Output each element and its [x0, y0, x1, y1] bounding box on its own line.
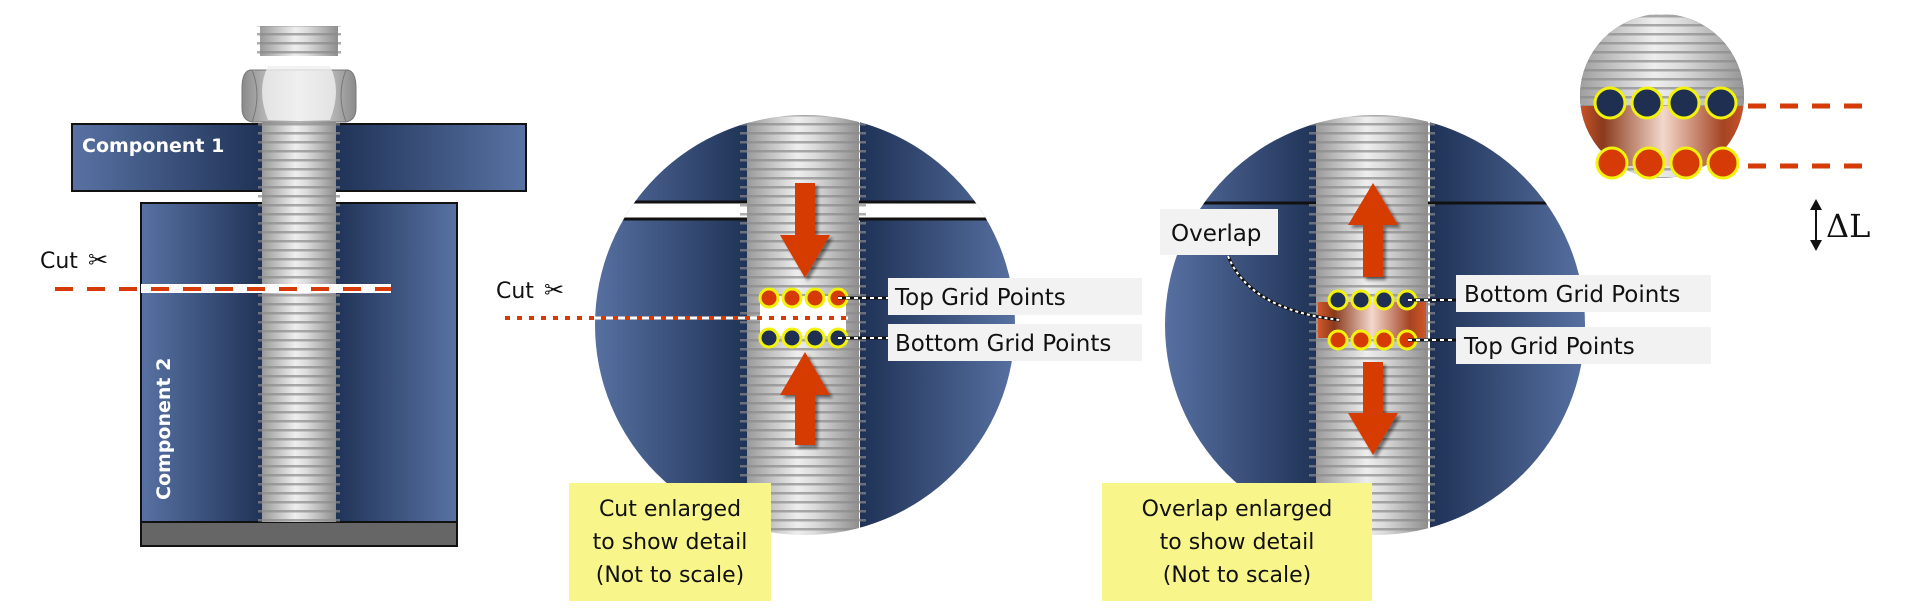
overlap-caption-line-2: to show detail — [1160, 530, 1315, 555]
grid-point — [1327, 329, 1349, 351]
grid-point — [1706, 146, 1740, 180]
top-grid-points — [1595, 146, 1740, 180]
cut-caption-line-2: to show detail — [593, 530, 748, 555]
overlap-caption-box — [1102, 483, 1372, 601]
component-1-label: Component 1 — [82, 135, 224, 157]
bottom-grid-label-box — [888, 324, 1142, 361]
cut-caption-line-3: (Not to scale) — [596, 563, 744, 588]
grid-point — [1593, 86, 1627, 120]
arrow-up-icon — [1348, 183, 1398, 277]
grid-point — [1704, 86, 1738, 120]
bottom-grid-points — [758, 327, 849, 349]
grid-point — [781, 287, 803, 309]
overlap-label-box — [1160, 209, 1278, 255]
top-grid-points — [1327, 329, 1418, 351]
grid-point — [1669, 146, 1703, 180]
overlap-caption-line-3: (Not to scale) — [1163, 563, 1311, 588]
arrow-up-icon — [780, 352, 830, 445]
grid-point — [1632, 146, 1666, 180]
overlap-detail-panel: Overlap Bottom Grid Points Top Grid Poin… — [1102, 115, 1711, 601]
delta-inset-panel: ΔL — [1580, 14, 1870, 251]
top-grid-label: Top Grid Points — [894, 285, 1066, 311]
grid-point — [781, 327, 803, 349]
grid-point — [758, 287, 780, 309]
grid-point — [1350, 329, 1372, 351]
bottom-grid-label: Bottom Grid Points — [1464, 282, 1680, 308]
cut-caption-line-1: Cut enlarged — [599, 497, 741, 522]
hex-nut — [241, 66, 357, 123]
scissors-icon: ✂ — [88, 246, 108, 274]
bottom-grid-label-box — [1456, 275, 1711, 312]
arrow-down-icon — [780, 183, 830, 278]
grid-point — [1630, 86, 1664, 120]
double-arrow-vertical-icon — [1810, 199, 1822, 251]
base-plate — [140, 521, 458, 547]
grid-point — [1350, 289, 1372, 311]
arrow-down-icon — [1348, 362, 1398, 455]
overlap-label: Overlap — [1171, 221, 1261, 247]
grid-point — [1373, 289, 1395, 311]
component-2-label: Component 2 — [153, 358, 175, 500]
cut-label: Cut — [40, 249, 78, 274]
cut-label: Cut — [496, 279, 534, 304]
component-2 — [140, 202, 458, 523]
cut-caption-box — [569, 483, 771, 601]
grid-point — [804, 287, 826, 309]
bolt-top-threads — [257, 26, 341, 56]
assembly-panel: Component 1 Component 2 Cut ✂ — [40, 26, 527, 547]
grid-point — [758, 327, 780, 349]
grid-point — [1595, 146, 1629, 180]
bottom-grid-label: Bottom Grid Points — [895, 331, 1111, 357]
cut-line — [55, 284, 391, 293]
grid-point — [1373, 329, 1395, 351]
overlap-caption-line-1: Overlap enlarged — [1142, 497, 1333, 522]
grid-point — [804, 327, 826, 349]
bolt-shaft — [258, 112, 340, 522]
grid-point — [1667, 86, 1701, 120]
bottom-grid-points — [1593, 86, 1738, 120]
cut-detail-panel: Cut ✂ Top Grid Points Bottom Grid Points… — [496, 115, 1142, 601]
top-grid-label-box — [888, 278, 1142, 315]
top-grid-label: Top Grid Points — [1463, 334, 1635, 360]
top-grid-label-box — [1456, 327, 1711, 364]
scissors-icon: ✂ — [544, 276, 564, 304]
delta-l-label: ΔL — [1826, 207, 1870, 245]
bottom-grid-points — [1327, 289, 1418, 311]
grid-point — [1327, 289, 1349, 311]
component-1 — [71, 123, 527, 192]
